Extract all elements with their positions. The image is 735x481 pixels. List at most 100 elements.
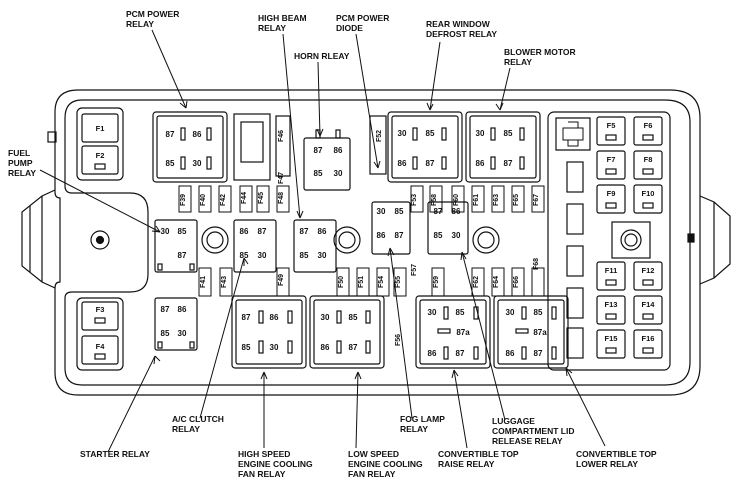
fuse-f48-label: F48 — [278, 192, 285, 204]
fuse-f12: F12 — [633, 261, 663, 291]
fuse-f64-label: F64 — [493, 276, 500, 288]
svg-text:85: 85 — [456, 308, 465, 317]
fuse-f51-label: F51 — [358, 276, 365, 288]
fuse-f2: F2 — [81, 145, 119, 175]
callout-luggage-lid-relay: LUGGAGE COMPARTMENT LID RELEASE RELAY — [492, 416, 577, 446]
fuse-f7: F7 — [596, 150, 626, 180]
svg-text:87: 87 — [434, 207, 443, 216]
svg-text:85: 85 — [161, 329, 170, 338]
svg-text:87: 87 — [242, 313, 251, 322]
mini-fuse-slot — [429, 185, 443, 213]
svg-text:85: 85 — [504, 129, 513, 138]
housing-outline — [21, 89, 731, 396]
svg-text:87: 87 — [161, 305, 170, 314]
fuse-f15-label: F15 — [605, 334, 618, 343]
fuse-f59-label: F59 — [433, 276, 440, 288]
svg-text:86: 86 — [398, 159, 407, 168]
fuse-f12-label: F12 — [642, 266, 655, 275]
mini-fuse-slot — [198, 267, 212, 297]
svg-text:86: 86 — [240, 227, 249, 236]
fuse-f68-label: F68 — [533, 258, 540, 270]
svg-text:86: 86 — [476, 159, 485, 168]
svg-text:30: 30 — [428, 308, 437, 317]
svg-text:87: 87 — [166, 130, 175, 139]
callout-pcm-power-relay: PCM POWER RELAY — [126, 9, 182, 29]
fuse-f49-label: F49 — [278, 274, 285, 286]
fuse-f45-label: F45 — [258, 192, 265, 204]
svg-text:85: 85 — [349, 313, 358, 322]
svg-text:85: 85 — [314, 169, 323, 178]
fuse-f13: F13 — [596, 295, 626, 325]
svg-text:30: 30 — [270, 343, 279, 352]
fuse-f9: F9 — [596, 184, 626, 214]
right-slot-column — [566, 161, 584, 359]
mini-fuse-labels: F39 F40 F41 F42 F43 F44 F45 F46 F47 F48 … — [180, 130, 540, 346]
fuse-f65-label: F65 — [513, 194, 520, 206]
svg-text:85: 85 — [240, 251, 249, 260]
mini-fuse-slots — [178, 185, 545, 297]
fuse-f39-label: F39 — [180, 194, 187, 206]
svg-text:30: 30 — [377, 207, 386, 216]
svg-text:30: 30 — [398, 129, 407, 138]
ac-clutch-relay: 86 87 85 30 — [233, 219, 277, 273]
callout-high-speed-fan-relay: HIGH SPEED ENGINE COOLING FAN RELAY — [238, 449, 315, 479]
svg-text:86: 86 — [178, 305, 187, 314]
svg-text:87: 87 — [395, 231, 404, 240]
svg-text:30: 30 — [476, 129, 485, 138]
mini-fuse-slot — [531, 267, 545, 297]
callout-fuel-pump-relay: FUEL PUMP RELAY — [8, 148, 36, 178]
svg-text:30: 30 — [506, 308, 515, 317]
fuse-f8-label: F8 — [644, 155, 653, 164]
fuse-f66-label: F66 — [513, 276, 520, 288]
svg-text:30: 30 — [178, 329, 187, 338]
mini-fuse-slot — [239, 185, 253, 213]
fuse-f11: F11 — [596, 261, 626, 291]
callout-convertible-top-raise-relay: CONVERTIBLE TOP RAISE RELAY — [438, 449, 521, 469]
high-speed-fan-relay: 87 86 85 30 — [231, 295, 307, 369]
fuse-f53-label: F53 — [411, 194, 418, 206]
svg-text:87: 87 — [534, 349, 543, 358]
svg-text:86: 86 — [428, 349, 437, 358]
fog-lamp-relay: 30 85 86 87 — [371, 201, 411, 255]
svg-text:86: 86 — [334, 146, 343, 155]
fuse-f6: F6 — [633, 116, 663, 146]
fuse-f57-label: F57 — [411, 264, 418, 276]
fuse-f62-label: F62 — [473, 276, 480, 288]
svg-text:30: 30 — [258, 251, 267, 260]
blower-motor-relay: 30 85 86 87 — [465, 111, 541, 183]
callout-rear-window-defrost-relay: REAR WINDOW DEFROST RELAY — [426, 19, 497, 39]
callout-low-speed-fan-relay: LOW SPEED ENGINE COOLING FAN RELAY — [348, 449, 425, 479]
callout-starter-relay: STARTER RELAY — [80, 449, 150, 459]
fuse-f13-label: F13 — [605, 300, 618, 309]
fuse-f63-label: F63 — [493, 194, 500, 206]
fuse-f14: F14 — [633, 295, 663, 325]
svg-text:85: 85 — [395, 207, 404, 216]
svg-text:87a: 87a — [533, 328, 547, 337]
mini-fuse-slot — [471, 185, 485, 213]
fuse-f58-label: F58 — [431, 194, 438, 206]
mini-fuse-slot — [451, 185, 465, 213]
fuse-f56-label: F56 — [395, 334, 402, 346]
fuse-f6-label: F6 — [644, 121, 653, 130]
callout-convertible-top-lower-relay: CONVERTIBLE TOP LOWER RELAY — [576, 449, 659, 469]
fuse-f67-label: F67 — [533, 194, 540, 206]
callout-ac-clutch-relay: A/C CLUTCH RELAY — [172, 414, 226, 434]
svg-text:87: 87 — [456, 349, 465, 358]
fuse-f5: F5 — [596, 116, 626, 146]
svg-text:86: 86 — [270, 313, 279, 322]
svg-text:86: 86 — [506, 349, 515, 358]
rear-window-defrost-relay: 30 85 86 87 — [387, 111, 463, 183]
mini-fuse-slot — [491, 185, 505, 213]
svg-text:87: 87 — [178, 251, 187, 260]
svg-text:87: 87 — [258, 227, 267, 236]
bolt-posts — [201, 226, 500, 254]
mini-fuse-slot — [410, 185, 424, 213]
fuse-f54-label: F54 — [378, 276, 385, 288]
right-fuse-cluster — [547, 111, 671, 371]
leader-lines — [39, 29, 606, 453]
svg-text:30: 30 — [193, 159, 202, 168]
fuse-f14-label: F14 — [642, 300, 656, 309]
horn-relay: 87 86 85 30 — [303, 129, 351, 191]
fuse-f41-label: F41 — [200, 276, 207, 288]
fuse-f4-label: F4 — [96, 342, 106, 351]
